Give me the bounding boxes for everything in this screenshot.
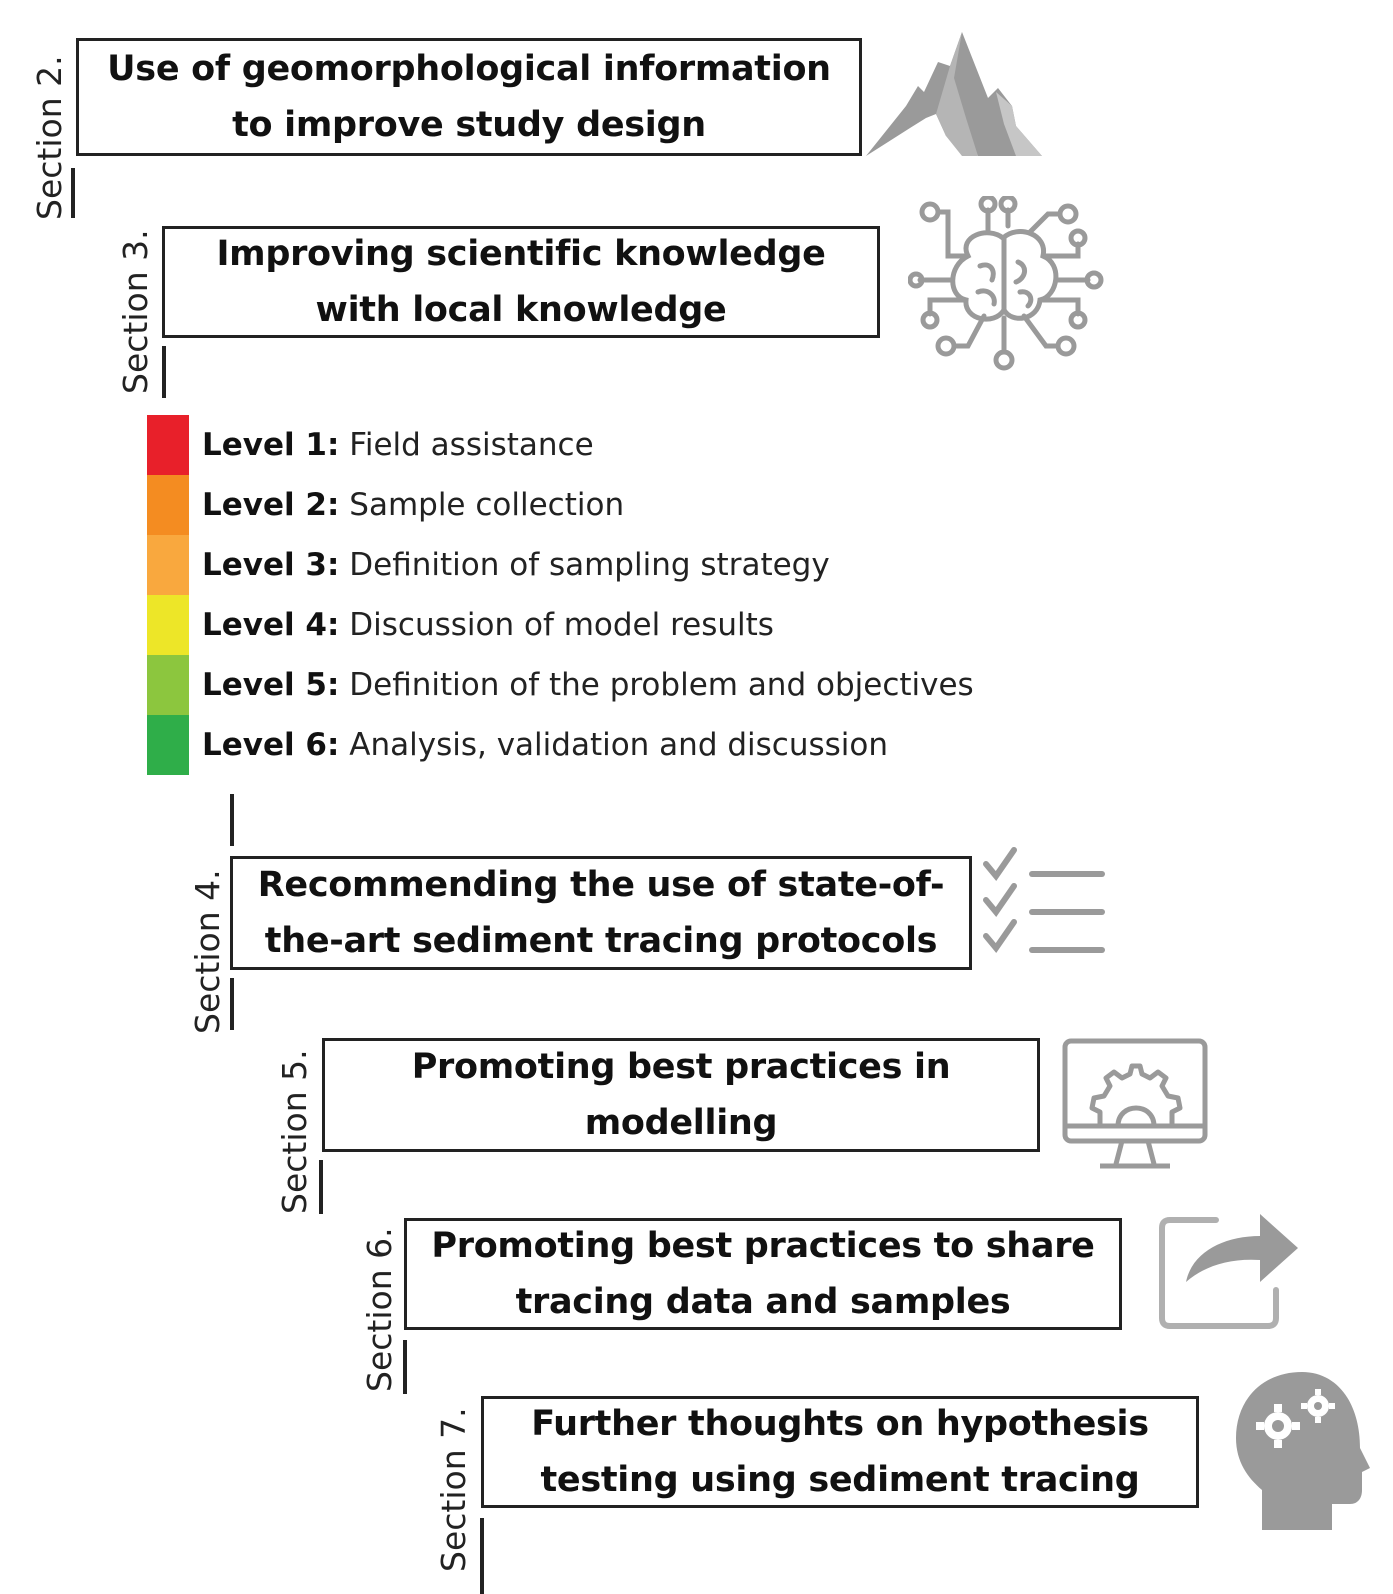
level-1-description: Field assistance [349, 427, 594, 463]
level-3-label: Level 3: [202, 547, 340, 583]
level-4-text: Level 4: Discussion of model results [202, 595, 774, 655]
section-7-title-line-2: testing using sediment tracing [540, 1460, 1140, 1500]
section-6-title-line-2: tracing data and samples [515, 1282, 1011, 1322]
level-1-label: Level 1: [202, 427, 340, 463]
section-2-label: Section 2. [30, 55, 69, 220]
level-5-text: Level 5: Definition of the problem and o… [202, 655, 974, 715]
section-4-box: Recommending the use of state-of- the-ar… [230, 856, 972, 970]
level-item-1: Level 1: Field assistance [147, 415, 1027, 475]
level-6-label: Level 6: [202, 727, 340, 763]
level-3-description: Definition of sampling strategy [349, 547, 830, 583]
level-5-label: Level 5: [202, 667, 340, 703]
section-4-label: Section 4. [188, 869, 227, 1034]
level-3-swatch [147, 535, 189, 595]
section-4-title-line-1: Recommending the use of state-of- [257, 865, 945, 905]
level-item-4: Level 4: Discussion of model results [147, 595, 1027, 655]
level-1-swatch [147, 415, 189, 475]
section-7-title-line-1: Further thoughts on hypothesis [531, 1404, 1149, 1444]
checklist-icon [983, 847, 1105, 953]
level-2-label: Level 2: [202, 487, 340, 523]
section-4-title-line-2: the-art sediment tracing protocols [264, 921, 938, 961]
section-3-connector [162, 346, 166, 398]
level-6-swatch [147, 715, 189, 775]
section-5-title-line-2: modelling [584, 1103, 778, 1143]
section-2-connector [71, 168, 75, 218]
section-5-box: Promoting best practices in modelling [322, 1038, 1040, 1152]
section-3-title-line-1: Improving scientific knowledge [216, 234, 826, 274]
section-5-connector [319, 1160, 323, 1214]
section-3-label: Section 3. [116, 229, 155, 394]
level-6-description: Analysis, validation and discussion [349, 727, 889, 763]
level-4-label: Level 4: [202, 607, 340, 643]
level-2-description: Sample collection [349, 487, 625, 523]
section-7-box: Further thoughts on hypothesis testing u… [481, 1396, 1199, 1508]
section-6-title-line-1: Promoting best practices to share [431, 1226, 1095, 1266]
share-arrow-icon [1159, 1214, 1298, 1329]
level-3-text: Level 3: Definition of sampling strategy [202, 535, 830, 595]
level-2-text: Level 2: Sample collection [202, 475, 624, 535]
mountain-icon [866, 32, 1042, 156]
level-5-swatch [147, 655, 189, 715]
head-gears-icon [1236, 1372, 1370, 1530]
level-2-swatch [147, 475, 189, 535]
level-6-text: Level 6: Analysis, validation and discus… [202, 715, 888, 775]
section-4-connector [230, 978, 234, 1030]
level-item-3: Level 3: Definition of sampling strategy [147, 535, 1027, 595]
section-2-box: Use of geomorphological information to i… [76, 38, 862, 156]
section-2-title-line-1: Use of geomorphological information [107, 49, 831, 89]
section-2-title-line-2: to improve study design [232, 105, 706, 145]
level-5-description: Definition of the problem and objectives [349, 667, 974, 703]
level-item-5: Level 5: Definition of the problem and o… [147, 655, 1027, 715]
level-item-2: Level 2: Sample collection [147, 475, 1027, 535]
section-7-label: Section 7. [434, 1407, 473, 1572]
level-4-description: Discussion of model results [349, 607, 774, 643]
section-4-top-connector [230, 794, 234, 846]
section-5-label: Section 5. [275, 1049, 314, 1214]
section-3-title-line-2: with local knowledge [315, 290, 727, 330]
section-6-connector [403, 1340, 407, 1394]
section-5-title-line-1: Promoting best practices in [411, 1047, 951, 1087]
section-7-connector [480, 1518, 484, 1594]
section-6-label: Section 6. [360, 1227, 399, 1392]
level-item-6: Level 6: Analysis, validation and discus… [147, 715, 1027, 775]
level-4-swatch [147, 595, 189, 655]
level-1-text: Level 1: Field assistance [202, 415, 594, 475]
section-6-box: Promoting best practices to share tracin… [404, 1218, 1122, 1330]
section-3-box: Improving scientific knowledge with loca… [162, 226, 880, 338]
brain-circuit-icon [908, 196, 1104, 371]
monitor-gear-icon [1062, 1038, 1208, 1169]
